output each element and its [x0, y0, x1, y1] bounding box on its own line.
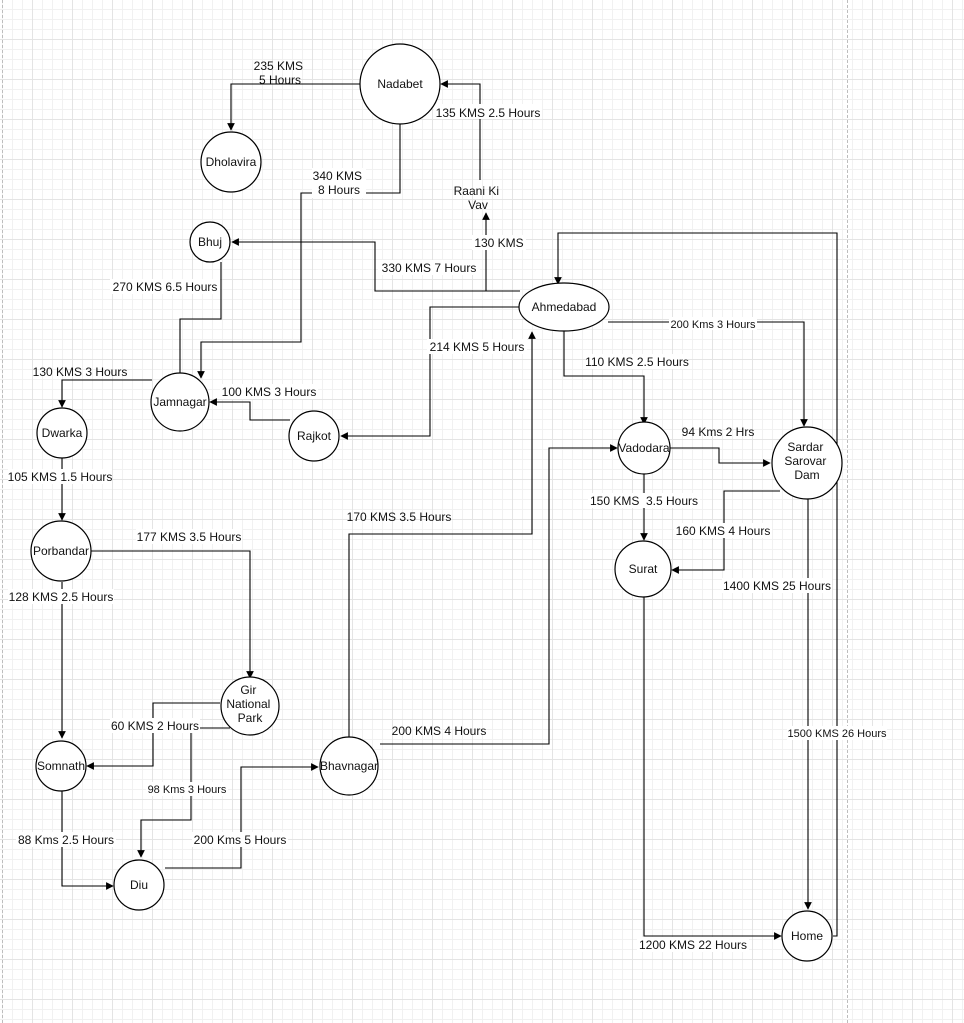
edge-label-dwarka-porbandar: 105 KMS 1.5 Hours	[8, 470, 113, 484]
node-label-somnath: Somnath	[37, 759, 85, 773]
edge-label-vadodara-surat: 150 KMS 3.5 Hours	[590, 494, 698, 508]
edge-label-gir-diu: 98 Kms 3 Hours	[148, 784, 227, 796]
node-home[interactable]: Home	[781, 910, 833, 962]
node-dholavira[interactable]: Dholavira	[200, 131, 262, 193]
node-label-nadabet: Nadabet	[377, 77, 423, 91]
edge-bhuj-jamnagar[interactable]	[179, 262, 222, 376]
edge-label-nadabet-dholavira: 235 KMS 5 Hours	[254, 59, 307, 87]
node-nadabet[interactable]: Nadabet	[359, 43, 441, 125]
edge-label-bhavnagar-ahmedabad: 170 KMS 3.5 Hours	[347, 510, 452, 524]
node-ahmedabad[interactable]: Ahmedabad	[518, 282, 610, 332]
edge-surat-home[interactable]	[643, 597, 782, 940]
node-label-diu: Diu	[130, 878, 148, 892]
edge-label-porbandar-somnath: 128 KMS 2.5 Hours	[9, 590, 114, 604]
node-bhuj[interactable]: Bhuj	[189, 221, 231, 263]
edge-label-home-ahmedabad: 1500 KMS 26 Hours	[787, 728, 887, 740]
node-diu[interactable]: Diu	[113, 859, 165, 911]
edge-gir-diu[interactable]	[137, 727, 230, 858]
node-label-dholavira: Dholavira	[206, 155, 257, 169]
edge-bhavnagar-ahmedabad[interactable]	[348, 331, 536, 738]
node-label-dwarka: Dwarka	[42, 426, 83, 440]
edge-label-diu-bhavnagar: 200 Kms 5 Hours	[194, 833, 287, 847]
edge-label-ahmedabad-sardar: 200 Kms 3 Hours	[671, 319, 756, 331]
edge-raani-nadabet[interactable]	[440, 80, 481, 180]
edge-label-ahmedabad-rajkot: 214 KMS 5 Hours	[430, 340, 525, 354]
edge-label-sardar-surat: 160 KMS 4 Hours	[676, 524, 771, 538]
node-gir-national-park[interactable]: Gir National Park	[220, 676, 280, 736]
edge-ahmedabad-vadodara[interactable]	[563, 328, 648, 425]
edge-ahmedabad-bhuj[interactable]	[231, 238, 520, 292]
edge-label-raani-nadabet: 135 KMS 2.5 Hours	[436, 106, 541, 120]
edge-somnath-diu[interactable]	[61, 790, 114, 890]
edge-porbandar-gir[interactable]	[90, 550, 254, 679]
edge-label-ahmedabad-vadodara: 110 KMS 2.5 Hours	[585, 355, 689, 369]
node-label-raani-ki-vav: Raani Ki Vav	[454, 184, 503, 212]
edge-ahmedabad-sardar[interactable]	[608, 321, 808, 427]
edge-diu-bhavnagar[interactable]	[165, 763, 319, 869]
page-border-left	[2, 0, 3, 1023]
edge-ahmedabad-rajkot[interactable]	[340, 306, 520, 440]
node-label-gir-national-park: Gir National Park	[226, 683, 273, 725]
node-surat[interactable]: Surat	[614, 540, 672, 598]
edges-layer	[58, 80, 838, 940]
edge-gir-somnath[interactable]	[86, 702, 220, 770]
node-dwarka[interactable]: Dwarka	[36, 407, 88, 459]
edge-label-rajkot-jamnagar: 100 KMS 3 Hours	[222, 385, 317, 399]
node-sardar-sarovar-dam[interactable]: Sardar Sarovar Dam	[771, 426, 843, 500]
edge-vadodara-sardar[interactable]	[670, 447, 771, 467]
edge-labels-layer: 235 KMS 5 Hours 135 KMS 2.5 Hours 340 KM…	[8, 59, 887, 952]
node-label-sardar-sarovar-dam: Sardar Sarovar Dam	[784, 440, 829, 482]
node-label-vadodara: Vadodara	[618, 441, 669, 455]
edge-label-bhavnagar-vadodara: 200 KMS 4 Hours	[392, 724, 487, 738]
edge-nadabet-jamnagar[interactable]	[197, 124, 401, 379]
node-somnath[interactable]: Somnath	[35, 740, 87, 792]
edge-label-sardar-home: 1400 KMS 25 Hours	[723, 579, 831, 593]
edge-label-ahmedabad-raani: 130 KMS	[474, 236, 523, 250]
edge-label-gir-somnath: 60 KMS 2 Hours	[111, 719, 199, 733]
node-label-jamnagar: Jamnagar	[153, 395, 206, 409]
page-border-right	[847, 0, 848, 1023]
node-jamnagar[interactable]: Jamnagar	[150, 372, 210, 432]
node-label-ahmedabad: Ahmedabad	[532, 300, 597, 314]
node-porbandar[interactable]: Porbandar	[30, 520, 92, 582]
edge-label-ahmedabad-bhuj: 330 KMS 7 Hours	[382, 261, 477, 275]
edge-label-jamnagar-dwarka: 130 KMS 3 Hours	[33, 365, 128, 379]
edge-label-porbandar-gir: 177 KMS 3.5 Hours	[137, 530, 242, 544]
edge-jamnagar-dwarka[interactable]	[58, 379, 152, 408]
edge-home-ahmedabad[interactable]	[554, 232, 838, 937]
edge-label-bhuj-jamnagar: 270 KMS 6.5 Hours	[113, 280, 218, 294]
node-label-bhavnagar: Bhavnagar	[320, 759, 378, 773]
node-label-bhuj: Bhuj	[198, 235, 222, 249]
edge-bhavnagar-vadodara[interactable]	[380, 444, 618, 745]
edge-label-surat-home: 1200 KMS 22 Hours	[639, 938, 747, 952]
node-label-home: Home	[791, 929, 823, 943]
edge-label-vadodara-sardar: 94 Kms 2 Hrs	[682, 425, 755, 439]
node-label-porbandar: Porbandar	[33, 544, 89, 558]
node-label-rajkot: Rajkot	[297, 429, 332, 443]
node-vadodara[interactable]: Vadodara	[617, 421, 671, 475]
nodes-layer: Nadabet Dholavira Raani Ki Vav Bhuj Ahme…	[30, 43, 843, 962]
edge-nadabet-dholavira[interactable]	[227, 83, 360, 131]
node-bhavnagar[interactable]: Bhavnagar	[319, 736, 379, 796]
node-raani-ki-vav[interactable]: Raani Ki Vav	[454, 184, 503, 212]
edge-rajkot-jamnagar[interactable]	[209, 398, 290, 421]
node-rajkot[interactable]: Rajkot	[288, 410, 340, 462]
edge-label-somnath-diu: 88 Kms 2.5 Hours	[18, 833, 114, 847]
node-label-surat: Surat	[629, 562, 658, 576]
edge-label-nadabet-jamnagar: 340 KMS 8 Hours	[313, 169, 366, 197]
